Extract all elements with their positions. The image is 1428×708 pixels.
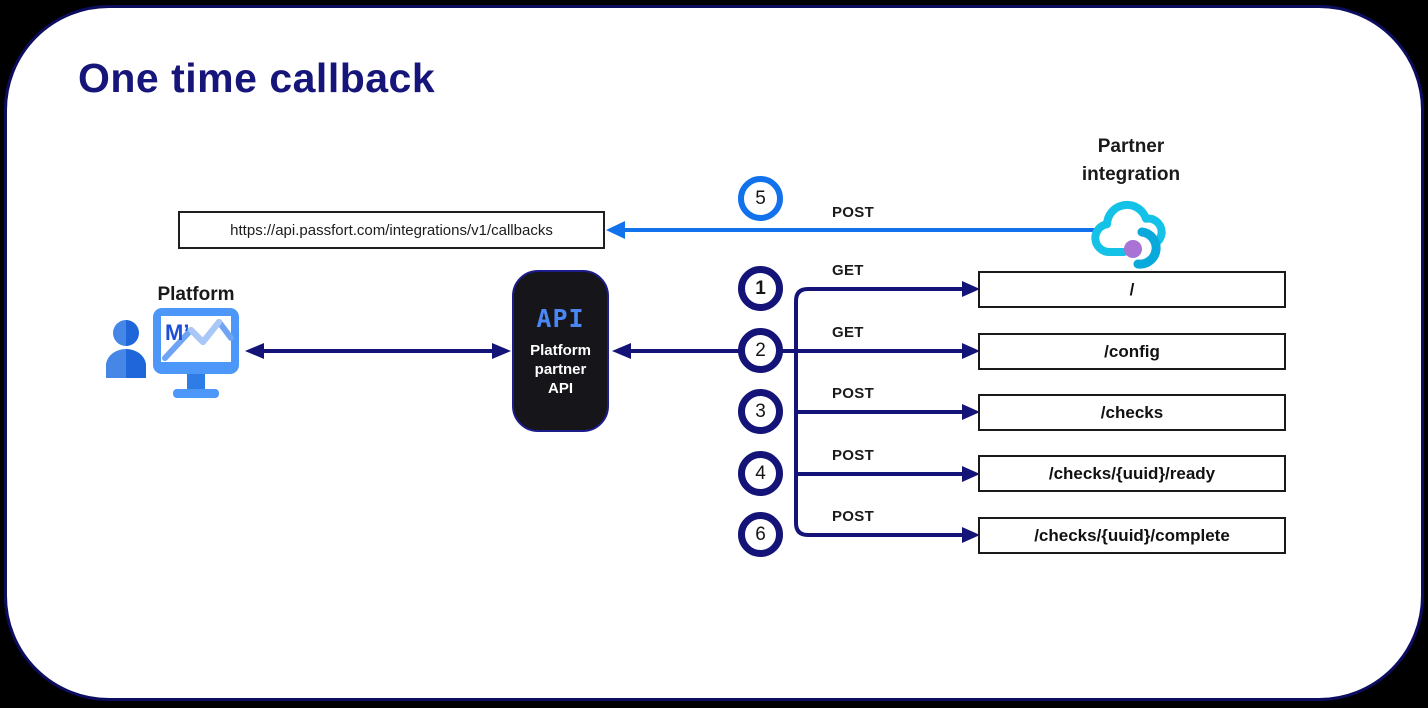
api-logo: API xyxy=(536,304,585,333)
page-title: One time callback xyxy=(78,55,436,101)
step-circle-2: 2 xyxy=(738,328,783,373)
api-box: API Platform partner API xyxy=(512,270,609,432)
method-label-5: POST xyxy=(832,204,875,221)
step-circle-5: 5 xyxy=(738,176,783,221)
callback-url-box: https://api.passfort.com/integrations/v1… xyxy=(178,211,605,249)
endpoint-text: / xyxy=(1129,279,1135,299)
method-label-4: POST xyxy=(832,447,875,464)
endpoint-box-complete: /checks/{uuid}/complete xyxy=(978,517,1286,554)
endpoint-text: /checks/{uuid}/complete xyxy=(1034,525,1230,545)
step-number: 5 xyxy=(755,187,766,209)
partner-integration-label: Partner integration xyxy=(1081,136,1181,185)
step-number: 3 xyxy=(755,400,766,422)
platform-label: Platform xyxy=(157,284,235,305)
step-number: 2 xyxy=(755,339,766,361)
step-circle-4: 4 xyxy=(738,451,783,496)
endpoint-box-ready: /checks/{uuid}/ready xyxy=(978,455,1286,492)
endpoint-text: /checks xyxy=(1100,402,1164,422)
endpoint-box-config: /config xyxy=(978,333,1286,370)
step-circle-6: 6 xyxy=(738,512,783,557)
step-number: 1 xyxy=(755,277,766,299)
method-label-3: POST xyxy=(832,385,875,402)
api-name: Platform partner API xyxy=(530,342,591,397)
method-label-6: POST xyxy=(832,508,875,525)
endpoint-box-checks: /checks xyxy=(978,394,1286,431)
endpoint-text: /config xyxy=(1104,341,1160,361)
method-label-2: GET xyxy=(832,324,864,341)
endpoint-text: /checks/{uuid}/ready xyxy=(1048,463,1216,483)
endpoint-box-root: / xyxy=(978,271,1286,308)
step-number: 4 xyxy=(755,462,766,484)
callback-url-text: https://api.passfort.com/integrations/v1… xyxy=(230,221,553,239)
method-label-1: GET xyxy=(832,262,864,279)
step-circle-1: 1 xyxy=(738,266,783,311)
step-number: 6 xyxy=(755,523,766,545)
step-circle-3: 3 xyxy=(738,389,783,434)
